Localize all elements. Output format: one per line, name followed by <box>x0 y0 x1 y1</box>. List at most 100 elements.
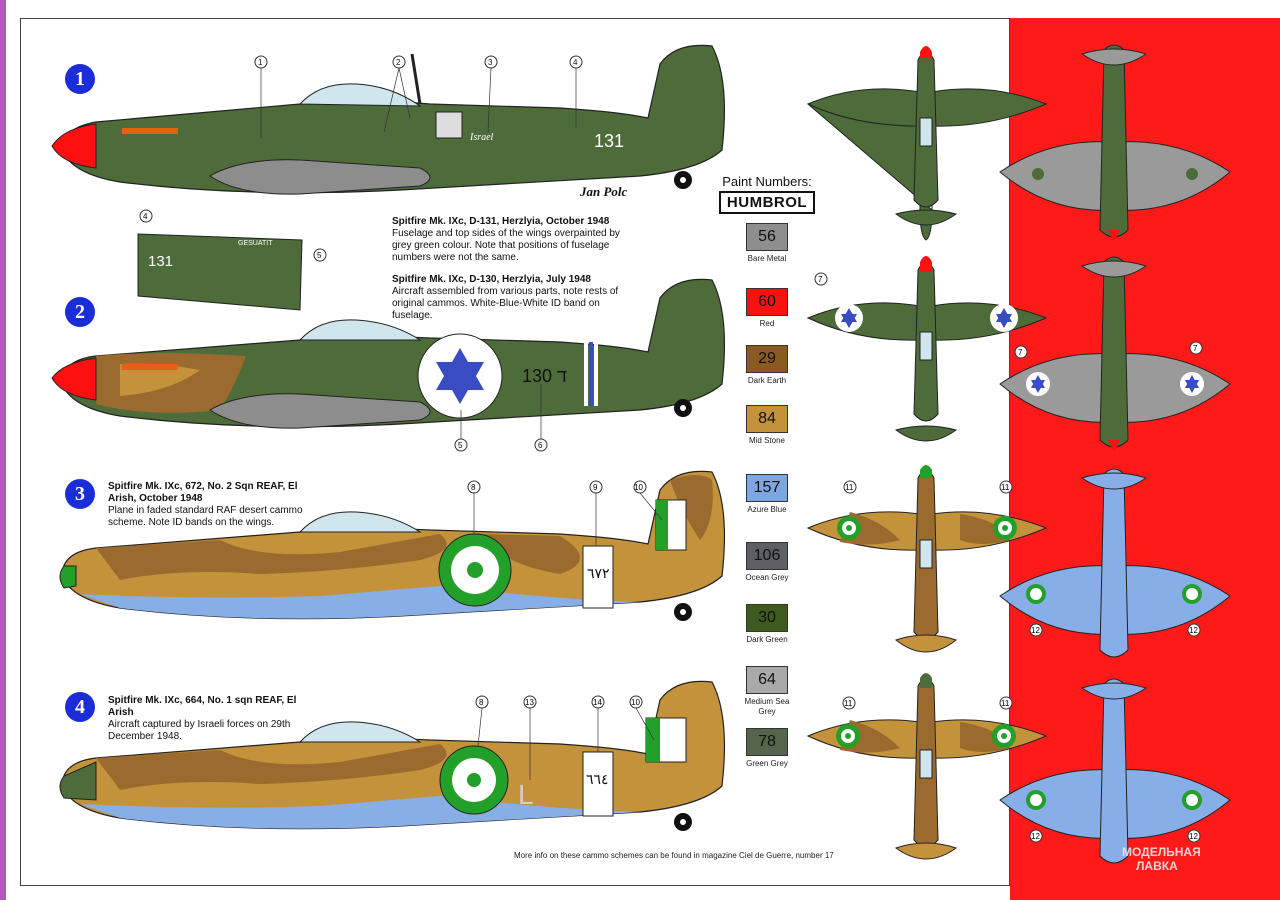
scheme-1-side-view: 131 Israel Jan Polc 1 2 3 4 <box>51 44 726 199</box>
serial-664: ٦٦٤ <box>586 771 609 787</box>
callout-14: 14 <box>593 698 602 707</box>
scheme-4-side-view: L ٦٦٤ 8 13 14 10 <box>59 680 726 831</box>
scheme-1-caption: Spitfire Mk. IXc, D-131, Herzlyia, Octob… <box>392 216 636 264</box>
callout-10b: 10 <box>631 698 640 707</box>
top-white-strip <box>1010 0 1280 18</box>
paint-swatch-name: Bare Metal <box>747 254 787 263</box>
paint-swatch-name: Medium Sea Grey <box>744 697 790 716</box>
plan3-callout-c: 12 <box>1031 626 1040 635</box>
fuselage-number-131: 131 <box>594 131 624 151</box>
scheme-3-side-view: ٦٧٢ 8 9 10 <box>59 470 726 621</box>
scheme-1-top-view <box>806 46 1048 241</box>
paint-swatch-name: Mid Stone <box>748 436 786 445</box>
scheme-2-caption: Spitfire Mk. IXc, D-130, Herzlyia, July … <box>392 274 636 322</box>
scheme-4-caption: Spitfire Mk. IXc, 664, No. 1 sqn REAF, E… <box>108 695 324 743</box>
plan4-callout-d: 12 <box>1189 832 1198 841</box>
plan3-callout-a: 11 <box>845 483 854 492</box>
paint-numbers-label: Paint Numbers: <box>722 174 812 189</box>
callout-10: 10 <box>634 483 643 492</box>
callout-5: 5 <box>458 441 463 450</box>
paint-legend-heading: Paint Numbers: HUMBROL <box>719 174 815 214</box>
scheme-1-tail-inset: 131 GESUATIT 4 5 <box>137 209 327 311</box>
scheme-4-badge: 4 <box>65 692 95 722</box>
footer-note: More info on these cammo schemes can be … <box>514 851 834 860</box>
paint-swatch-code: 29 <box>746 345 788 373</box>
left-border <box>0 0 6 900</box>
inset-callout-4: 4 <box>143 212 148 221</box>
paint-swatch-code: 78 <box>746 728 788 756</box>
plan2-callout-a: 7 <box>818 275 823 284</box>
callout-13: 13 <box>525 698 534 707</box>
callout-1: 1 <box>258 58 263 67</box>
paint-swatch-code: 64 <box>746 666 788 694</box>
scheme-2-bottom-view: 7 7 <box>999 256 1231 452</box>
plan3-callout-b: 11 <box>1001 483 1010 492</box>
tail-letter: L <box>518 779 534 810</box>
plan2-callout-b: 7 <box>1018 348 1023 357</box>
paint-swatch-name: Dark Green <box>746 635 788 644</box>
paint-swatch-code: 157 <box>746 474 788 502</box>
paint-swatch-code: 56 <box>746 223 788 251</box>
watermark: МОДЕЛЬНАЯ ЛАВКА <box>1122 845 1201 873</box>
callout-4: 4 <box>573 58 578 67</box>
paint-swatch-name: Azure Blue <box>747 505 787 514</box>
paint-swatch-code: 30 <box>746 604 788 632</box>
scheme-2-body: Aircraft assembled from various parts, n… <box>392 286 619 321</box>
scheme-3-caption: Spitfire Mk. IXc, 672, No. 2 Sqn REAF, E… <box>108 481 312 529</box>
scheme-2-badge: 2 <box>65 297 95 327</box>
plan4-callout-c: 12 <box>1031 832 1040 841</box>
inset-number-131: 131 <box>148 253 173 270</box>
scheme-2-top-view: 7 7 <box>806 256 1048 442</box>
callout-3: 3 <box>488 58 493 67</box>
inset-lettering: GESUATIT <box>238 240 273 247</box>
scheme-3-body: Plane in faded standard RAF desert cammo… <box>108 505 303 528</box>
humbrol-brand: HUMBROL <box>719 191 815 214</box>
scheme-3-title: Spitfire Mk. IXc, 672, No. 2 Sqn REAF, E… <box>108 481 298 504</box>
paint-swatch-name: Ocean Grey <box>745 573 789 582</box>
callout-8: 8 <box>471 483 476 492</box>
callout-9: 9 <box>593 483 598 492</box>
scheme-3-top-view: 11 11 <box>806 465 1048 653</box>
plan4-callout-a: 11 <box>844 699 853 708</box>
callout-8b: 8 <box>479 698 484 707</box>
paint-swatch-name: Dark Earth <box>747 376 787 385</box>
scheme-1-body: Fuselage and top sides of the wings over… <box>392 228 620 263</box>
paint-swatch-code: 60 <box>746 288 788 316</box>
scheme-4-top-view: 11 11 <box>806 673 1048 860</box>
paint-swatch-code: 84 <box>746 405 788 433</box>
scheme-2-title: Spitfire Mk. IXc, D-130, Herzlyia, July … <box>392 274 591 285</box>
inset-callout-5: 5 <box>317 251 322 260</box>
scheme-2-side-view: 130 ד 5 6 <box>51 278 726 452</box>
scheme-3-badge: 3 <box>65 479 95 509</box>
plan2-callout-c: 7 <box>1193 344 1198 353</box>
scheme-1-bottom-view <box>999 44 1231 242</box>
callout-2: 2 <box>396 58 401 67</box>
plan4-callout-b: 11 <box>1001 699 1010 708</box>
scheme-3-bottom-view: 12 12 <box>999 468 1231 658</box>
plan3-callout-d: 12 <box>1189 626 1198 635</box>
paint-swatch-name: Red <box>759 319 775 328</box>
watermark-line-2: ЛАВКА <box>1136 859 1178 873</box>
serial-672: ٦٧٢ <box>587 565 610 581</box>
paint-swatch-code: 106 <box>746 542 788 570</box>
scheme-1-badge: 1 <box>65 64 95 94</box>
scheme-4-body: Aircraft captured by Israeli forces on 2… <box>108 719 291 742</box>
scheme-1-title: Spitfire Mk. IXc, D-131, Herzlyia, Octob… <box>392 216 610 227</box>
paint-swatch-name: Green Grey <box>746 759 788 768</box>
watermark-line-1: МОДЕЛЬНАЯ <box>1122 845 1201 859</box>
scheme-4-title: Spitfire Mk. IXc, 664, No. 1 sqn REAF, E… <box>108 695 297 718</box>
fuselage-number-130: 130 ד <box>522 366 567 386</box>
callout-6: 6 <box>538 441 543 450</box>
israel-lettering: Israel <box>469 132 494 143</box>
pilot-signature: Jan Polc <box>579 184 628 199</box>
